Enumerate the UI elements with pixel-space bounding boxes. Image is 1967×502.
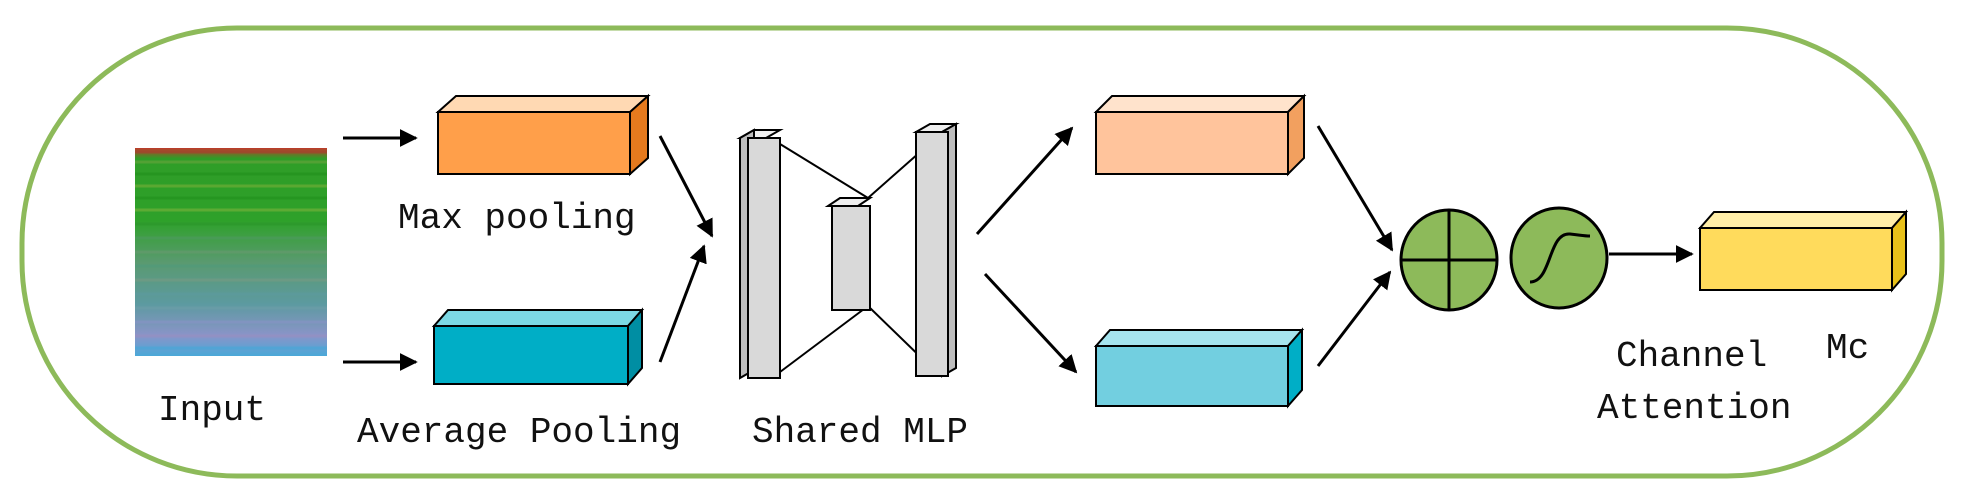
max-pooling-block <box>435 93 651 177</box>
arrow-avg-out-to-sum <box>1316 270 1392 367</box>
channel-attention-label-line1: Channel <box>1616 336 1767 377</box>
arrow-max-out-to-sum <box>1316 125 1394 252</box>
arrow-mlp-to-avg-out <box>983 272 1078 374</box>
max-pooling-label: Max pooling <box>398 198 636 239</box>
mlp-output-avg-block <box>1093 327 1305 409</box>
channel-attention-label-line2: Attention <box>1597 388 1791 429</box>
average-pooling-block <box>431 307 645 387</box>
input-feature-map <box>135 148 327 356</box>
diagram-frame <box>19 25 1945 479</box>
shared-mlp-label: Shared MLP <box>752 412 968 453</box>
arrow-avg-to-mlp <box>658 244 707 363</box>
mlp-output-max-block <box>1093 93 1307 177</box>
sigmoid-circle-icon <box>1509 206 1609 310</box>
arrow-max-to-mlp <box>658 135 714 238</box>
average-pooling-label: Average Pooling <box>357 412 681 453</box>
plus-circle-icon <box>1399 208 1499 312</box>
output-mc-block <box>1697 209 1909 293</box>
arrow-mlp-to-max-out <box>975 126 1074 236</box>
shared-mlp <box>736 122 960 380</box>
mc-label: Mc <box>1826 328 1869 369</box>
input-label: Input <box>158 390 266 431</box>
